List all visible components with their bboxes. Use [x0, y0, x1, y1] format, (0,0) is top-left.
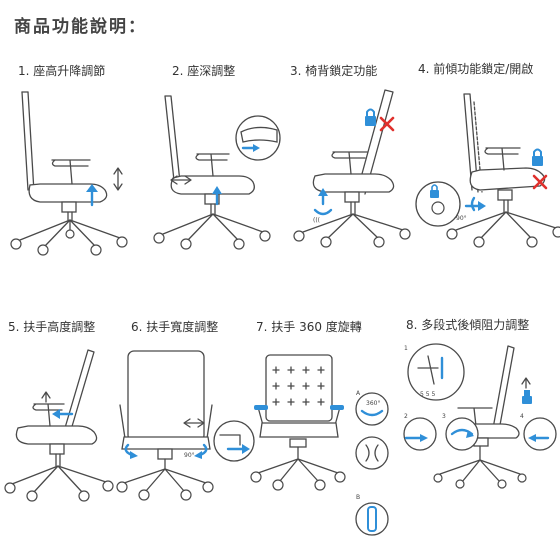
page-title: 商品功能說明：	[14, 17, 147, 37]
angle-360-label: 360°	[366, 400, 380, 407]
step-2-label: 2	[404, 413, 408, 420]
seat-height-illustration	[0, 80, 140, 256]
armrest-width-illustration: 90°	[110, 345, 260, 505]
function-caption-8: 8. 多段式後傾阻力調整	[406, 318, 530, 332]
function-caption-3: 3. 椅背鎖定功能	[290, 64, 378, 78]
step-1-label: 1	[404, 345, 408, 352]
function-caption-7: 7. 扶手 360 度旋轉	[256, 320, 362, 334]
backrest-lock-illustration: (((	[285, 80, 425, 255]
armrest-height-illustration	[0, 338, 125, 508]
armrest-rotation-illustration: A 360° B	[250, 353, 400, 538]
step-a-label: A	[356, 390, 361, 397]
function-caption-1: 1. 座高升降調節	[18, 64, 106, 78]
svg-text:(((: (((	[313, 217, 320, 224]
step-b-label: B	[356, 494, 360, 501]
step-4-label: 4	[520, 413, 524, 420]
function-caption-2: 2. 座深調整	[172, 64, 236, 78]
seat-depth-illustration	[145, 80, 285, 255]
function-caption-6: 6. 扶手寬度調整	[131, 320, 219, 334]
scale-label: 5 5 5	[420, 391, 435, 398]
step-3-label: 3	[442, 413, 446, 420]
angle-90-label: 90°	[456, 215, 467, 222]
forward-tilt-illustration: 90°	[415, 80, 560, 255]
angle-90-label-2: 90°	[184, 452, 195, 459]
function-caption-4: 4. 前傾功能鎖定/開啟	[418, 62, 534, 76]
function-caption-5: 5. 扶手高度調整	[8, 320, 96, 334]
recline-tension-illustration: 1 5 5 5 2 3 4	[398, 338, 558, 489]
